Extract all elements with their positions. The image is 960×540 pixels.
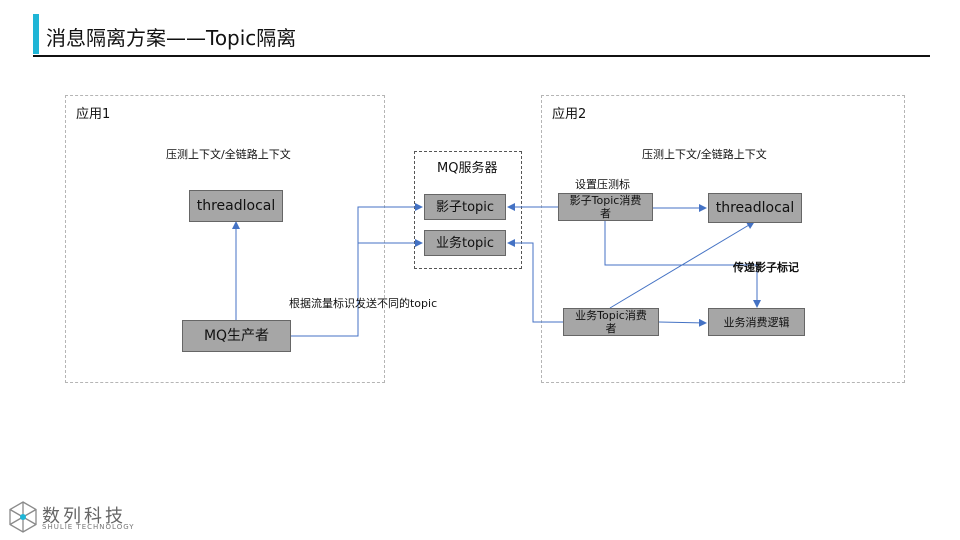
slide-title: 消息隔离方案——Topic隔离 xyxy=(46,26,297,50)
title-divider xyxy=(33,55,930,57)
pass-shadow-flag-label: 传递影子标记 xyxy=(733,261,799,274)
route-by-traffic-label: 根据流量标识发送不同的topic xyxy=(289,297,438,310)
company-name-en: SHULIE TECHNOLOGY xyxy=(42,523,135,531)
arrow-business-consumer-to-topic xyxy=(507,239,563,323)
business-consume-logic-box: 业务消费逻辑 xyxy=(708,308,805,336)
app2-context-label: 压测上下文/全链路上下文 xyxy=(642,148,767,161)
mq-server-label: MQ服务器 xyxy=(437,161,498,176)
mq-server-frame xyxy=(414,151,522,269)
arrow-producer-to-topics xyxy=(291,203,423,337)
shadow-topic-box: 影子topic xyxy=(424,194,506,220)
app1-label: 应用1 xyxy=(76,107,111,122)
title-accent-bar xyxy=(33,14,39,54)
app2-frame xyxy=(541,95,905,383)
set-stress-flag-label: 设置压测标 xyxy=(575,178,630,191)
arrow-business-consumer-to-threadlocal xyxy=(609,221,755,309)
arrow-business-consumer-to-logic xyxy=(658,318,707,327)
app1-threadlocal-box: threadlocal xyxy=(189,190,283,222)
company-name: 数列科技 xyxy=(42,506,126,527)
shadow-topic-consumer-box: 影子Topic消费者 xyxy=(558,193,653,221)
arrow-shadow-consumer-to-logic xyxy=(604,221,761,308)
app1-context-label: 压测上下文/全链路上下文 xyxy=(166,148,291,161)
business-topic-box: 业务topic xyxy=(424,230,506,256)
mq-producer-box: MQ生产者 xyxy=(182,320,291,352)
business-topic-consumer-box: 业务Topic消费者 xyxy=(563,308,659,336)
app2-threadlocal-box: threadlocal xyxy=(708,193,802,223)
app1-frame xyxy=(65,95,385,383)
company-logo-icon xyxy=(9,501,37,533)
app2-label: 应用2 xyxy=(552,107,587,122)
